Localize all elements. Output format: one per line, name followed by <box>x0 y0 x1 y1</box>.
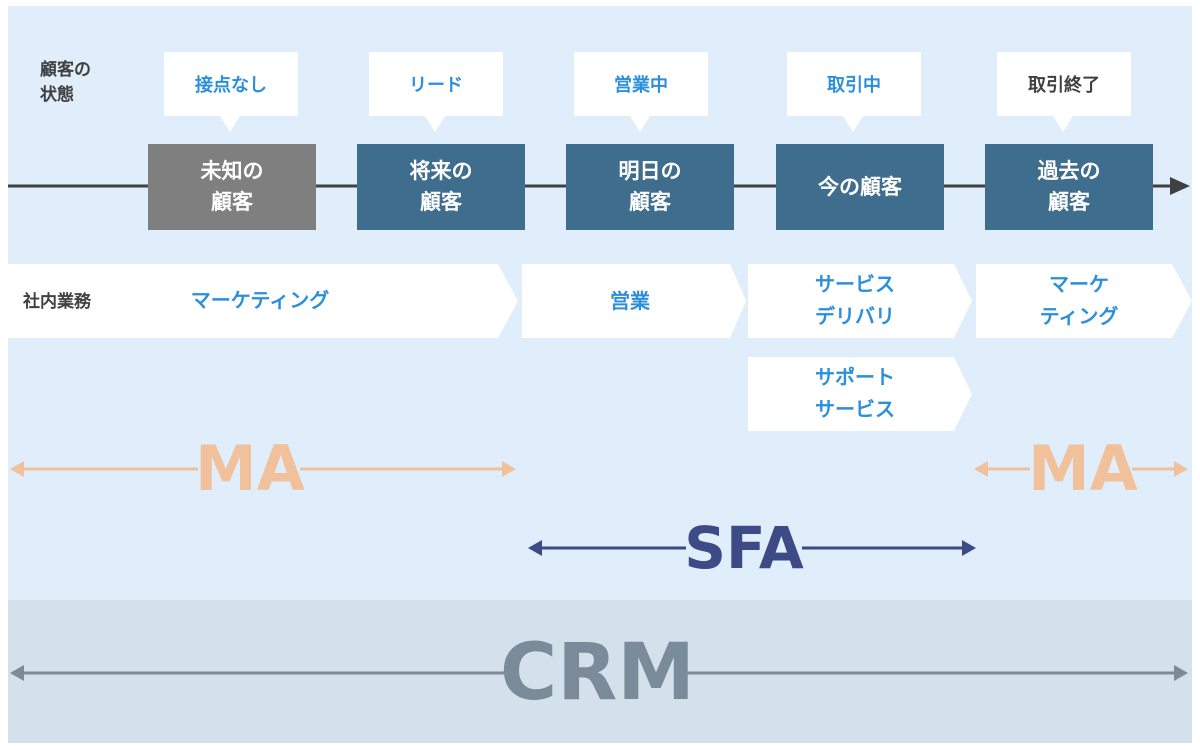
work-chevron-marketing <box>8 264 518 338</box>
ma-label-left: MA <box>195 432 305 505</box>
status-callout-no-contact: 接点なし <box>164 52 298 132</box>
status-callout-lead: リード <box>369 52 503 132</box>
ma-right-arrowhead-left <box>974 461 988 477</box>
sfa-arrowhead-right <box>962 540 976 556</box>
ma-left-arrowhead-left <box>10 461 24 477</box>
status-callout-in-trade: 取引中 <box>787 52 921 132</box>
status-text: 営業中 <box>614 75 668 96</box>
work-label-marketing: マーケティング <box>190 288 330 312</box>
work-label-support-service: サポート サービス <box>815 365 895 421</box>
timeline-arrowhead <box>1170 177 1190 195</box>
status-callout-trade-ended: 取引終了 <box>997 52 1131 132</box>
crm-arrowhead-right <box>1174 665 1188 681</box>
callout-tail <box>630 116 650 132</box>
customer-box-unknown: 未知の 顧客 <box>148 144 316 230</box>
work-chevron-marketing-2 <box>976 264 1192 338</box>
work-label-marketing-2: マーケ ティング <box>1039 272 1119 328</box>
status-text: 取引中 <box>827 75 881 96</box>
sfa-arrowhead-left <box>528 540 542 556</box>
customer-box-tomorrow: 明日の 顧客 <box>566 144 734 230</box>
customer-box-past: 過去の 顧客 <box>985 144 1153 230</box>
ma-right-arrowhead-right <box>1174 461 1188 477</box>
work-label-service-delivery: サービス デリバリ <box>815 272 895 328</box>
ma-label-right: MA <box>1028 432 1138 505</box>
work-chevron-service-delivery <box>748 264 972 338</box>
callout-tail <box>220 116 240 132</box>
work-chevron-support-service <box>748 357 972 431</box>
customer-box-current: 今の顧客 <box>776 144 944 230</box>
crm-label: CRM <box>500 628 695 718</box>
work-label-sales: 営業 <box>610 289 650 313</box>
sfa-label: SFA <box>684 514 804 582</box>
crm-arrowhead-left <box>10 665 24 681</box>
callout-tail <box>1053 116 1073 132</box>
internal-work-label: 社内業務 <box>23 292 91 312</box>
callout-tail <box>425 116 445 132</box>
work-chevron-sales <box>522 264 746 338</box>
customer-box-future: 将来の 顧客 <box>357 144 525 230</box>
callout-tail <box>843 116 863 132</box>
status-text: 接点なし <box>195 75 267 96</box>
status-text: 取引終了 <box>1028 75 1100 96</box>
status-callout-in-sales: 営業中 <box>574 52 708 132</box>
customer-state-label: 顧客の 状態 <box>40 60 91 105</box>
ma-left-arrowhead-right <box>502 461 516 477</box>
status-text: リード <box>409 75 463 96</box>
